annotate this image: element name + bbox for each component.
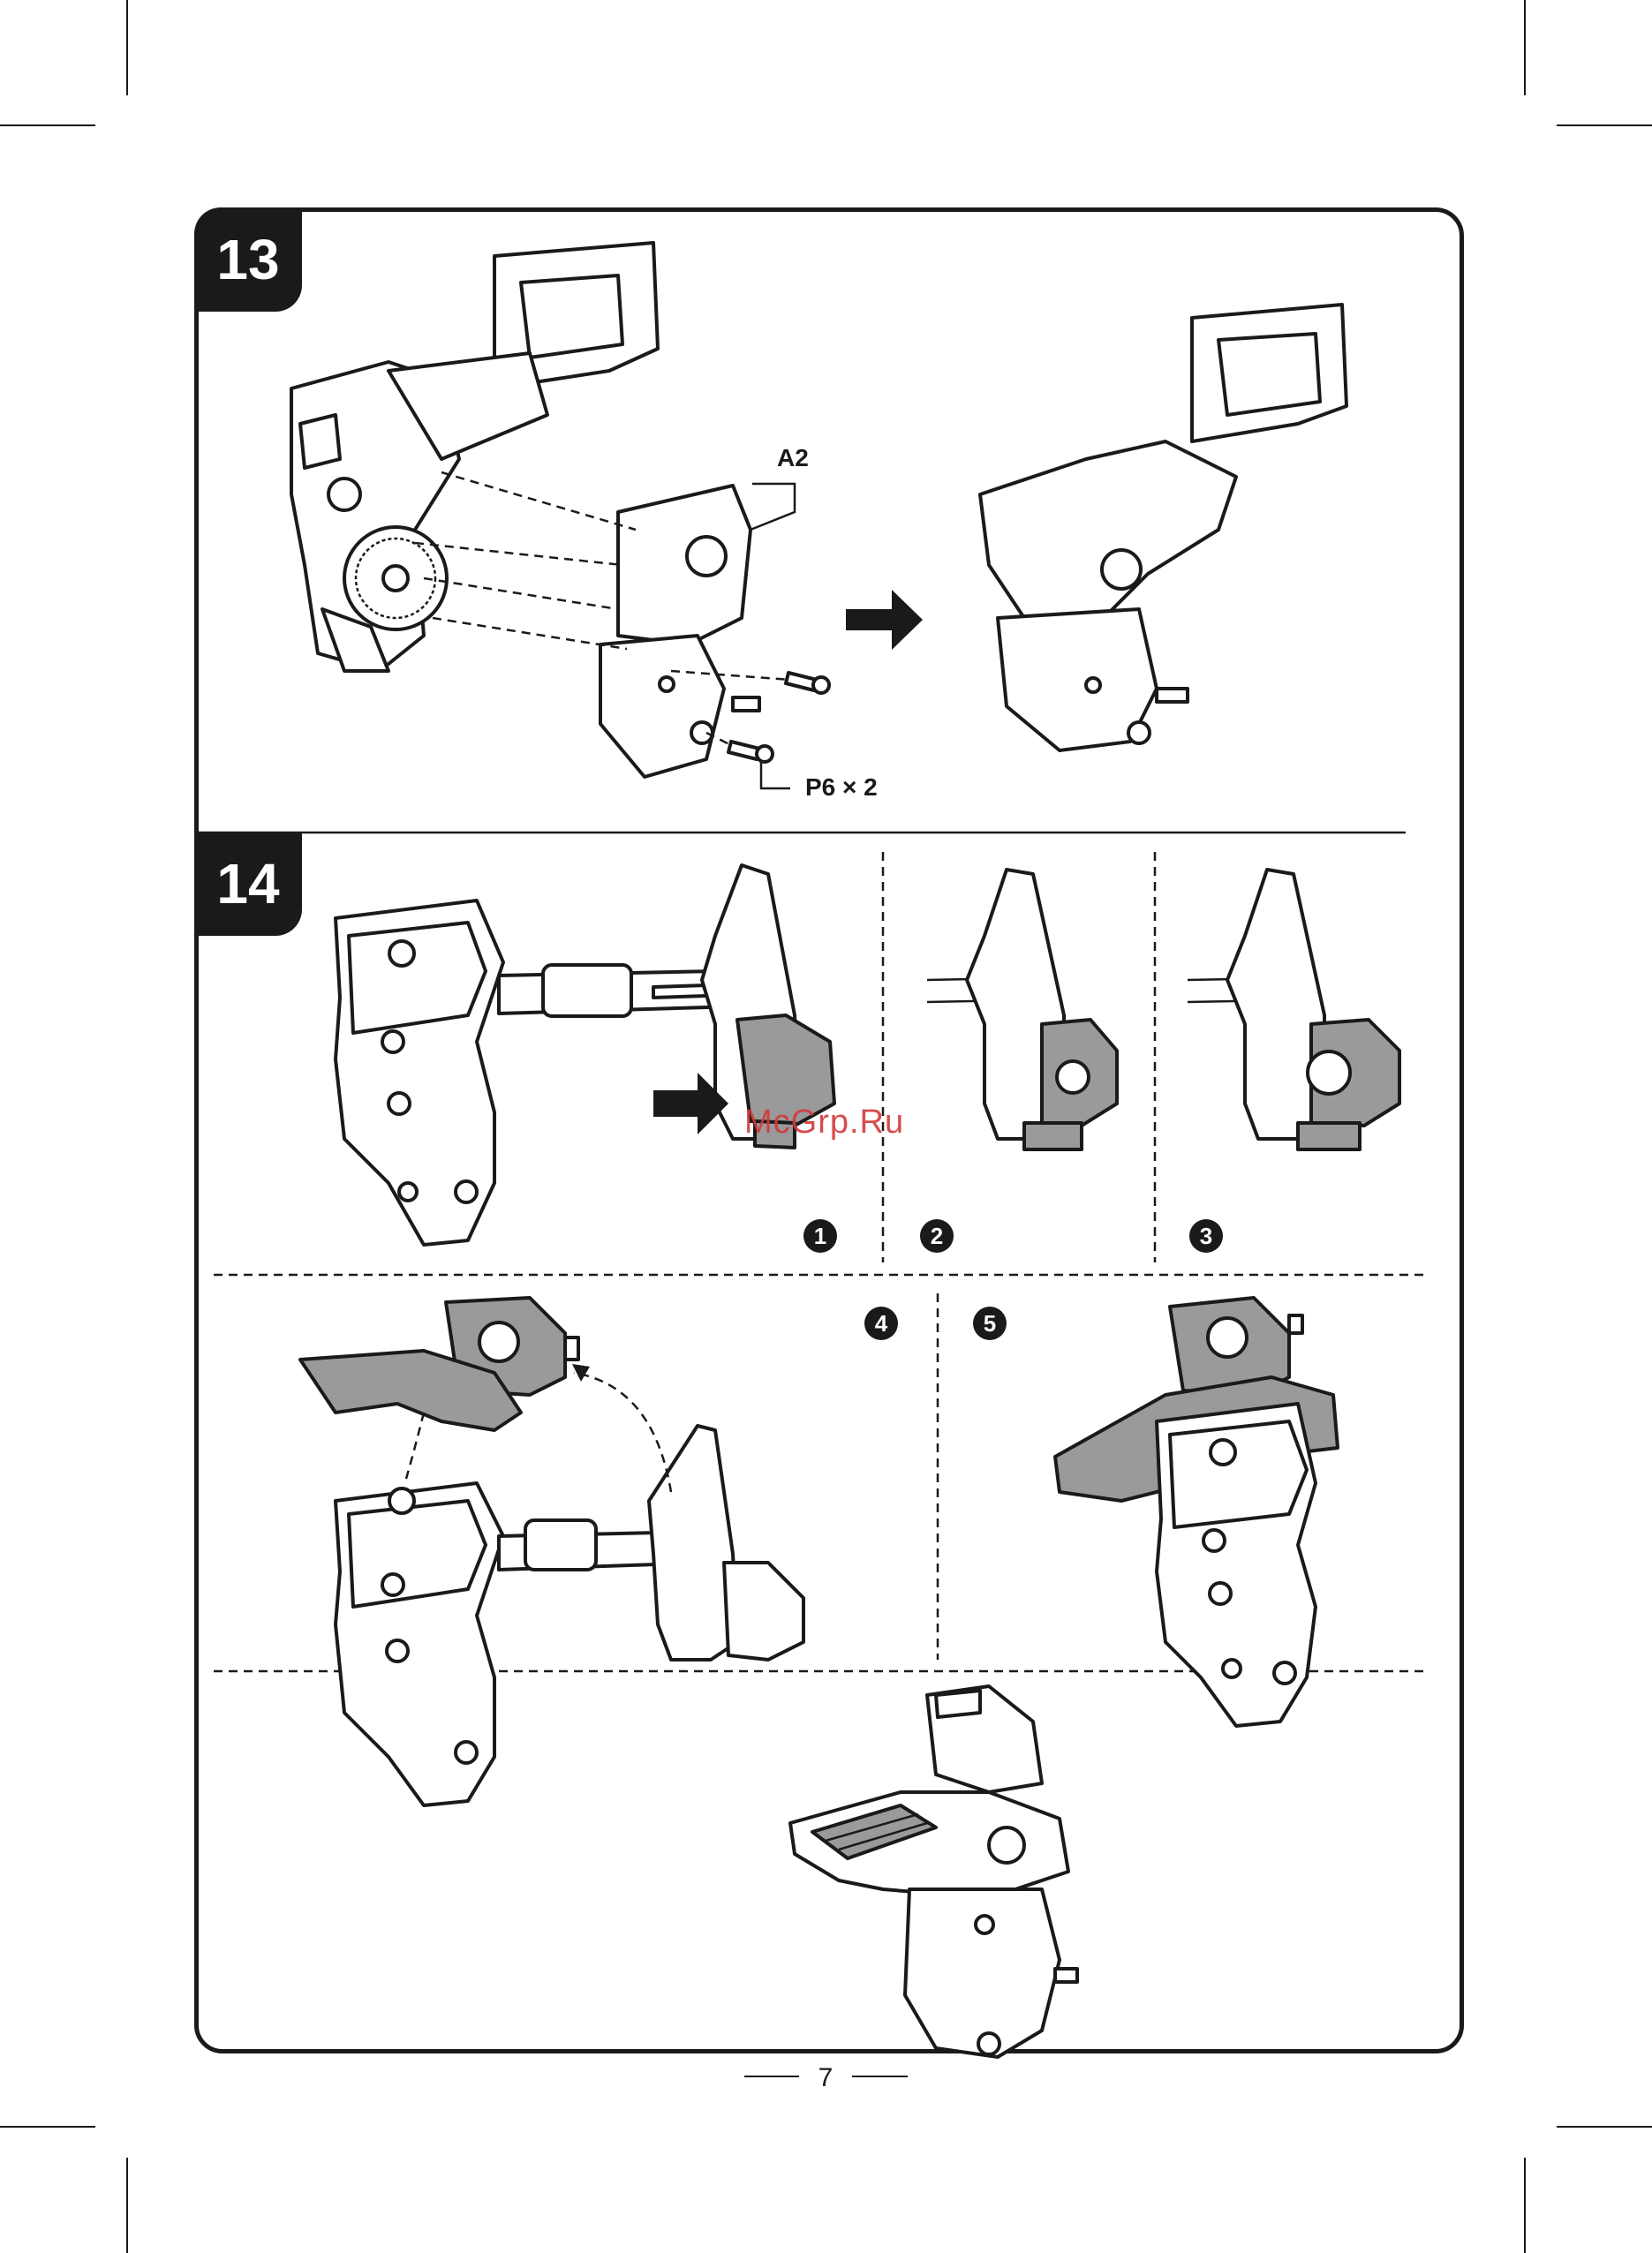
substep-3-illustration (1188, 870, 1399, 1149)
part-label-a2: A2 (777, 444, 809, 472)
step-13-screws (728, 673, 829, 762)
step-13-badge: 13 (194, 207, 302, 312)
step-13-result-assembly (980, 305, 1346, 750)
step-14-badge: 14 (194, 832, 302, 936)
step-13-arrow-right (846, 590, 923, 650)
substep-1-number: 1 (803, 1219, 837, 1253)
substep-1-illustration (336, 865, 834, 1245)
substep-5-number: 5 (973, 1307, 1007, 1340)
a2-leader-line (751, 484, 795, 530)
substep-3-number: 3 (1189, 1219, 1223, 1253)
step-14-number: 14 (216, 851, 279, 916)
step-13-number: 13 (216, 227, 279, 292)
screw-label: P6 × 2 (805, 773, 878, 802)
page-number: 7 (799, 2063, 852, 2093)
watermark: McGrp.Ru (744, 1104, 904, 1142)
final-robot-illustration (790, 1686, 1077, 2057)
step-13-a2-part (600, 486, 759, 777)
substep-4-illustration (300, 1298, 803, 1805)
substep-5-illustration (1055, 1298, 1338, 1726)
substep-2-number: 2 (920, 1219, 954, 1253)
substep-4-number: 4 (864, 1307, 898, 1340)
substep-2-illustration (927, 870, 1117, 1149)
screw-leader-line (761, 761, 790, 788)
